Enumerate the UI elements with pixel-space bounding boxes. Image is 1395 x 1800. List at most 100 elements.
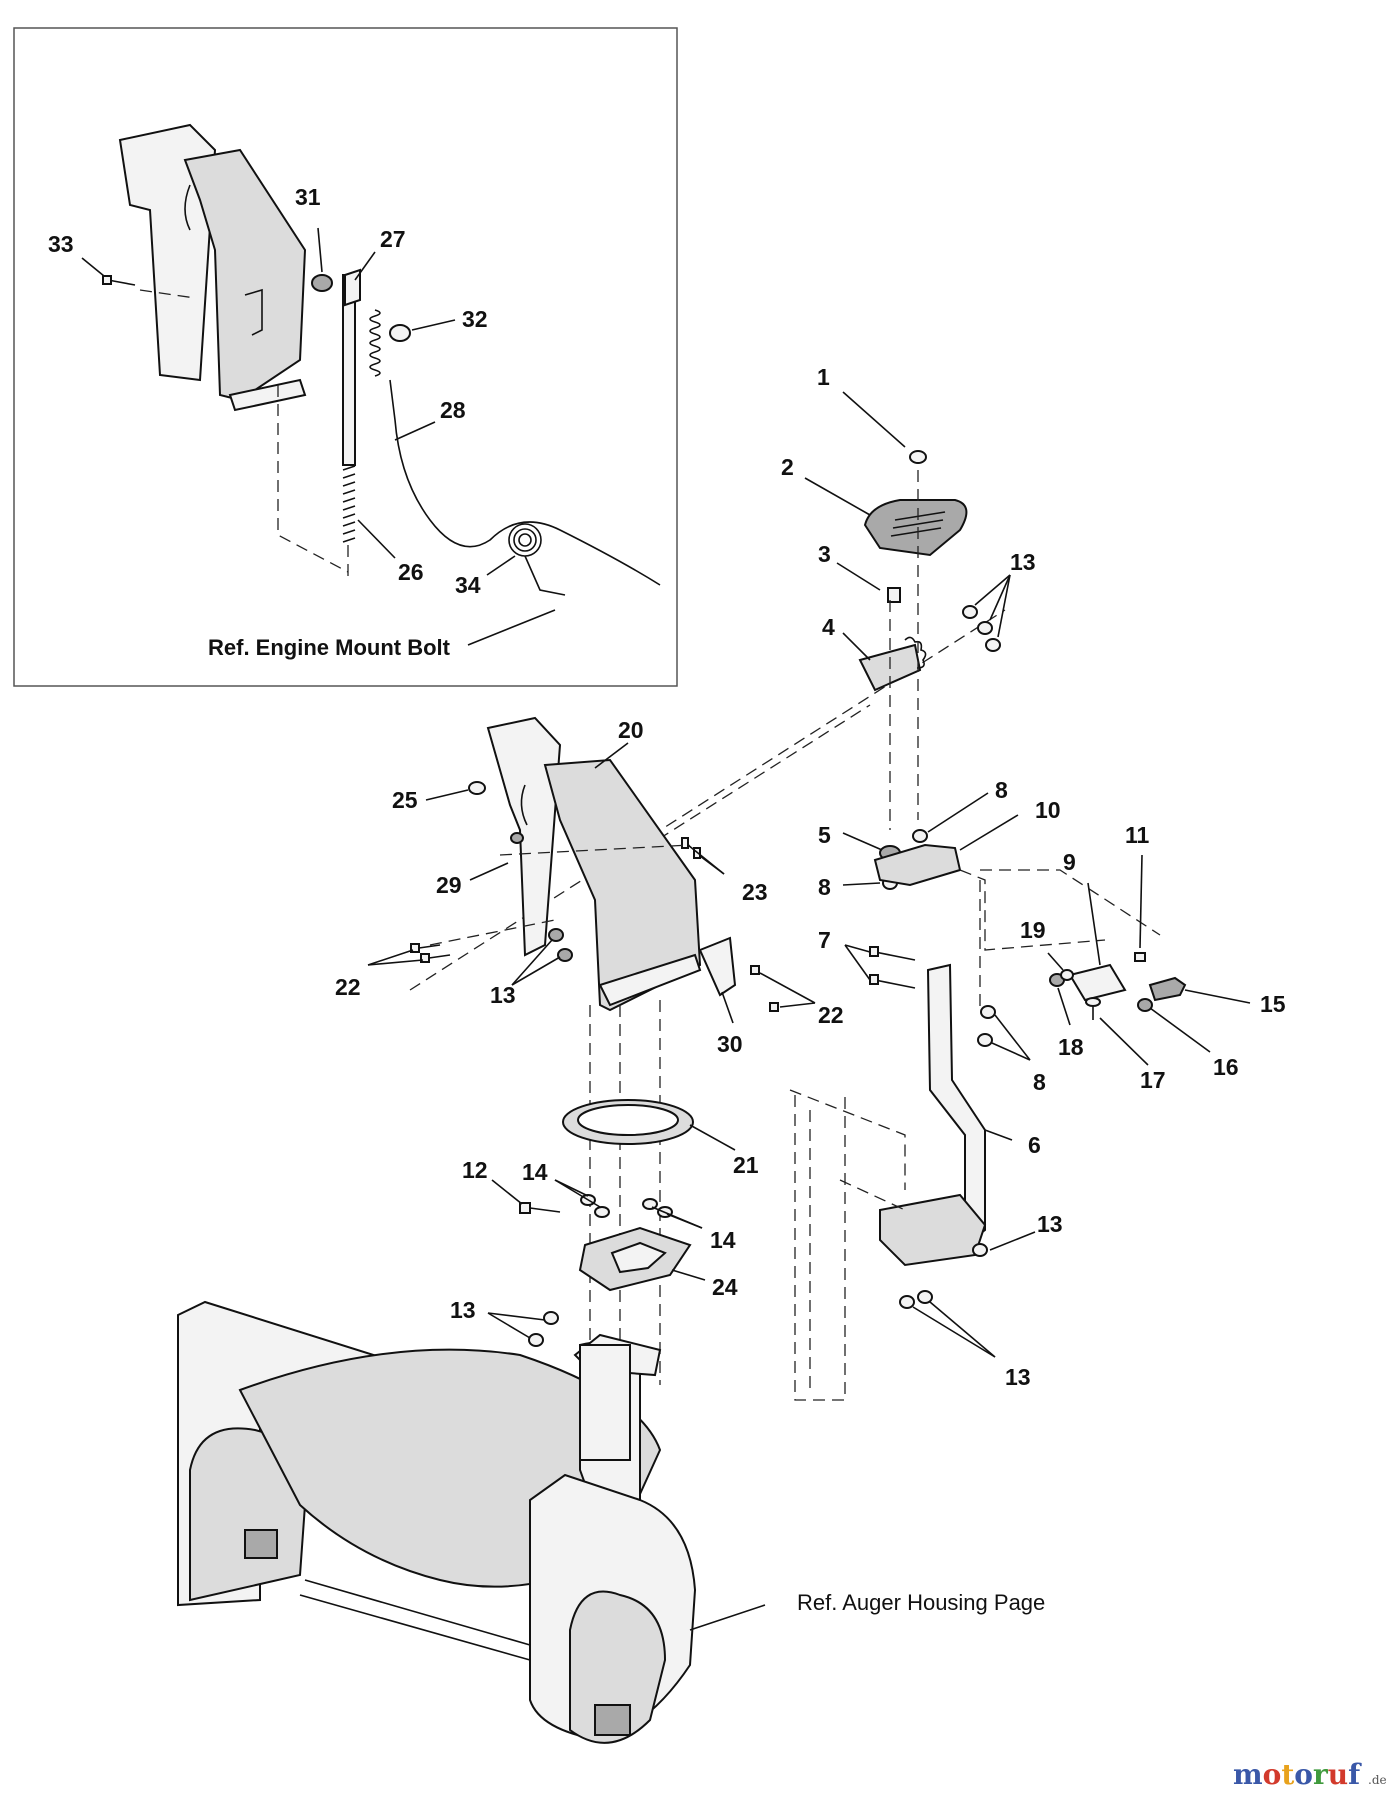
leader-11 bbox=[1139, 854, 1143, 949]
inset-nut-31 bbox=[311, 274, 333, 292]
leader-28 bbox=[394, 421, 436, 441]
leader-20 bbox=[594, 742, 629, 769]
callout-9: 9 bbox=[1063, 849, 1076, 875]
callout-8-mid: 8 bbox=[818, 874, 831, 900]
ref-auger-housing-page: Ref. Auger Housing Page bbox=[797, 1590, 1045, 1615]
leader-7-b bbox=[844, 944, 871, 981]
leader-22-right-a bbox=[759, 972, 816, 1004]
nut-8-a bbox=[912, 829, 928, 843]
inset-bolt-33 bbox=[102, 275, 136, 286]
leader-33 bbox=[81, 257, 105, 277]
callout-29: 29 bbox=[436, 872, 462, 898]
callout-17: 17 bbox=[1140, 1067, 1166, 1093]
callout-34: 34 bbox=[455, 572, 481, 598]
leader-19 bbox=[1047, 952, 1064, 971]
callout-4: 4 bbox=[822, 614, 835, 640]
dash-chute-2 bbox=[429, 919, 556, 946]
part-2-cover bbox=[863, 499, 968, 557]
nut-13-f bbox=[917, 1290, 933, 1304]
inset-chute bbox=[118, 123, 307, 412]
part-22-bolts bbox=[410, 943, 779, 1012]
nut-13-j bbox=[528, 1333, 544, 1347]
callout-33: 33 bbox=[48, 231, 74, 257]
callout-13-housing: 13 bbox=[450, 1297, 476, 1323]
leader-6 bbox=[984, 1129, 1013, 1141]
nut-13-a bbox=[962, 605, 978, 619]
part-12-bolt bbox=[519, 1202, 561, 1214]
callout-13-chute: 13 bbox=[490, 982, 516, 1008]
callout-18: 18 bbox=[1058, 1034, 1084, 1060]
leader-13-top-b bbox=[989, 574, 1011, 621]
leader-13-chute-b bbox=[511, 956, 561, 986]
leader-8-bot-a bbox=[994, 1014, 1031, 1061]
part-4-gear-teeth bbox=[904, 636, 927, 669]
inset-dash-3 bbox=[139, 289, 196, 299]
leader-3 bbox=[836, 562, 881, 591]
inset-border bbox=[13, 27, 678, 687]
callout-30: 30 bbox=[717, 1031, 743, 1057]
leader-13-housing-b bbox=[487, 1312, 531, 1339]
watermark-brand: motoruf bbox=[1233, 1758, 1362, 1791]
leader-16 bbox=[1149, 1007, 1211, 1053]
part-11-pin bbox=[1134, 952, 1146, 962]
leader-auger-housing bbox=[689, 1604, 766, 1631]
callout-25: 25 bbox=[392, 787, 418, 813]
leader-9 bbox=[1087, 882, 1101, 966]
leader-34 bbox=[486, 555, 516, 576]
part-20-chute bbox=[486, 716, 702, 1012]
nut-13-g bbox=[548, 928, 564, 942]
callout-22-right: 22 bbox=[818, 1002, 844, 1028]
leader-24 bbox=[671, 1269, 706, 1281]
leader-5 bbox=[842, 832, 883, 851]
leader-29 bbox=[469, 862, 509, 881]
nut-13-c bbox=[985, 638, 1001, 652]
leader-13-chute-a bbox=[511, 939, 553, 986]
part-9-bracket bbox=[1068, 963, 1127, 1002]
dash-chute-1 bbox=[499, 844, 691, 856]
callout-16: 16 bbox=[1213, 1054, 1239, 1080]
leader-1 bbox=[842, 391, 906, 448]
dash-housing-4 bbox=[839, 1179, 906, 1211]
inset-spring bbox=[369, 309, 381, 377]
callout-8-bot: 8 bbox=[1033, 1069, 1046, 1095]
callout-13-top: 13 bbox=[1010, 549, 1036, 575]
callout-14-left: 14 bbox=[522, 1159, 548, 1185]
part-25-nut bbox=[468, 781, 486, 795]
callout-19: 19 bbox=[1020, 917, 1046, 943]
dash-right-1 bbox=[959, 869, 1106, 951]
dash-right-2 bbox=[980, 869, 1161, 936]
leader-22-right-b bbox=[779, 1002, 816, 1008]
callout-2: 2 bbox=[781, 454, 794, 480]
part-30-bracket bbox=[698, 936, 737, 997]
part-15-handle bbox=[1148, 976, 1187, 1002]
callout-24: 24 bbox=[712, 1274, 738, 1300]
leader-32 bbox=[411, 319, 456, 331]
leader-25 bbox=[425, 789, 469, 801]
part-1-nut bbox=[909, 450, 927, 464]
nut-13-h bbox=[557, 948, 573, 962]
callout-20: 20 bbox=[618, 717, 644, 743]
callout-31: 31 bbox=[295, 184, 321, 210]
leader-13-bot-a bbox=[912, 1306, 996, 1358]
nut-8-d bbox=[977, 1033, 993, 1047]
leader-4 bbox=[842, 632, 871, 661]
dash-housing-2 bbox=[794, 1095, 846, 1401]
nut-13-d bbox=[972, 1243, 988, 1257]
leader-13-lever bbox=[989, 1231, 1036, 1251]
leader-7-a bbox=[844, 944, 871, 953]
callout-6: 6 bbox=[1028, 1132, 1041, 1158]
part-2-grille bbox=[890, 511, 946, 537]
leader-13-top-a bbox=[974, 574, 1011, 606]
part-3-bolt bbox=[887, 587, 901, 603]
inset-nut-32 bbox=[389, 324, 411, 342]
callout-7: 7 bbox=[818, 927, 831, 953]
callout-8-top: 8 bbox=[995, 777, 1008, 803]
leader-22-left-a bbox=[367, 949, 414, 966]
callout-15: 15 bbox=[1260, 991, 1286, 1017]
callout-27: 27 bbox=[380, 226, 406, 252]
callout-10: 10 bbox=[1035, 797, 1061, 823]
watermark: motoruf .de bbox=[1233, 1758, 1387, 1791]
leader-8-bot-b bbox=[991, 1042, 1031, 1061]
inset-detail bbox=[13, 27, 678, 687]
